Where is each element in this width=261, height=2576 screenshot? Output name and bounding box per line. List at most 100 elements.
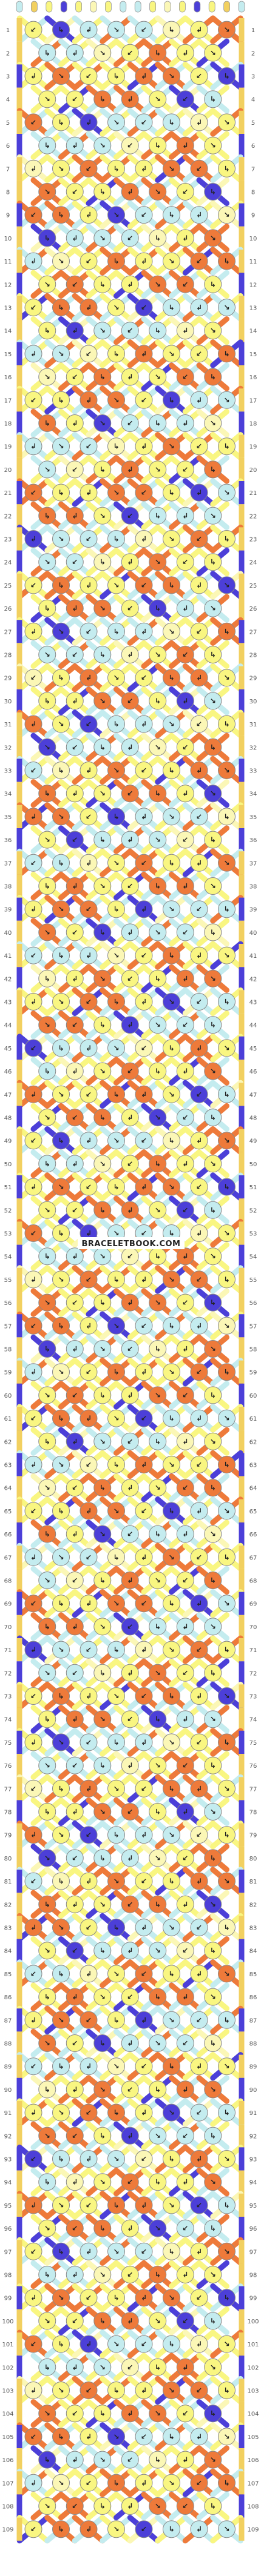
arrow-down-right-icon: ↳: [168, 118, 174, 127]
knot-circle: [204, 1803, 222, 1821]
knot: ↘: [218, 1965, 236, 1983]
knot: ↲: [121, 646, 139, 663]
arrow-down-right-icon: ↘: [113, 858, 119, 867]
knot: ↲: [66, 2080, 84, 2099]
arrow-down-right-icon: ↘: [155, 188, 161, 196]
row-number: 59: [249, 1370, 257, 1376]
knot-circle: [204, 923, 222, 941]
row-number: 79: [249, 1833, 257, 1839]
knot: ↘: [52, 530, 70, 548]
string-head: [31, 1, 38, 13]
knot: ↳: [38, 1340, 56, 1358]
arrow-down-right-icon: ↲: [72, 1252, 78, 1261]
knot: ↘: [52, 437, 70, 456]
knot-circle: [190, 762, 208, 779]
knot: ↲: [121, 2126, 139, 2145]
knot: ↳: [218, 437, 236, 456]
knot-circle: [24, 252, 42, 270]
knot: ↳: [149, 1895, 167, 1913]
knot-circle: [38, 1201, 56, 1219]
arrow-down-right-icon: ↘: [168, 2201, 174, 2209]
arrow-down-right-icon: ↲: [141, 257, 147, 265]
arrow-down-right-icon: ↘: [113, 25, 119, 34]
knot-circle: [66, 275, 84, 293]
knot: ↲: [66, 599, 84, 617]
knot: ↲: [121, 1293, 139, 1312]
knot-circle: [52, 715, 70, 733]
knot: ↘: [204, 506, 222, 525]
knot: ↘: [93, 229, 112, 247]
knot-circle: [149, 1988, 167, 2006]
knot: ↘: [38, 1201, 56, 1219]
arrow-down-right-icon: ↲: [141, 998, 147, 1006]
knot-circle: [163, 854, 180, 872]
arrow-down-right-icon: ↲: [72, 1067, 78, 1075]
knot: ↙: [176, 2312, 194, 2330]
knot-circle: [66, 1109, 84, 1126]
row-number: 33: [249, 768, 257, 775]
arrow-down-right-icon: ↘: [44, 1576, 50, 1585]
arrow-down-right-icon: ↙: [127, 2363, 133, 2371]
knot: ↙: [135, 1409, 153, 1427]
arrow-down-right-icon: ↘: [58, 2201, 64, 2209]
arrow-down-right-icon: ↙: [72, 2317, 78, 2325]
knot: ↙: [176, 2126, 194, 2145]
knot-circle: [135, 1039, 153, 1057]
knot: ↲: [121, 1572, 139, 1589]
arrow-down-right-icon: ↙: [30, 2340, 36, 2348]
knot: ↲: [80, 1039, 98, 1057]
knot-circle: [218, 530, 236, 548]
row-number: 88: [249, 2041, 257, 2048]
arrow-down-right-icon: ↘: [168, 72, 174, 81]
row-number: 14: [249, 328, 257, 335]
row-number: 92: [4, 2133, 12, 2140]
knot-circle: [66, 785, 84, 803]
knot-circle: [218, 1363, 236, 1381]
knot: ↙: [176, 1109, 194, 1126]
knot: ↳: [163, 21, 180, 39]
knot: ↙: [24, 206, 42, 224]
knot: ↲: [66, 136, 84, 154]
arrow-down-right-icon: ↙: [141, 118, 147, 127]
arrow-down-right-icon: ↙: [182, 1854, 188, 1862]
arrow-down-right-icon: ↙: [196, 2016, 202, 2024]
knot-circle: [66, 368, 84, 386]
knot-circle: [24, 1085, 42, 1103]
knot: ↙: [190, 2382, 208, 2399]
knot: ↳: [107, 1548, 125, 1566]
row-number: 105: [2, 2434, 13, 2441]
knot-circle: [80, 530, 98, 548]
knot: ↲: [190, 576, 208, 594]
knot-circle: [121, 2034, 139, 2052]
knot-circle: [190, 808, 208, 826]
knot: ↲: [176, 1432, 194, 1450]
knot: ↘: [149, 1756, 167, 1774]
knot: ↘: [107, 576, 125, 594]
knot-circle: [176, 1293, 194, 1312]
arrow-down-right-icon: ↘: [210, 2085, 216, 2094]
arrow-down-right-icon: ↳: [168, 2247, 174, 2256]
row-number: 18: [249, 421, 257, 428]
knot-circle: [190, 1733, 208, 1751]
string-head: [104, 1, 112, 13]
knot-circle: [38, 1479, 56, 1497]
knot: ↙: [135, 113, 153, 131]
arrow-down-right-icon: ↘: [155, 2039, 161, 2048]
arrow-down-right-icon: ↙: [86, 2294, 92, 2302]
knot: ↳: [38, 599, 56, 617]
knot: ↘: [107, 1687, 125, 1705]
arrow-down-right-icon: ↘: [210, 1252, 216, 1261]
knot-circle: [121, 1618, 139, 1636]
row-number: 90: [249, 2087, 257, 2094]
knot: ↙: [176, 1386, 194, 1404]
knot: ↲: [176, 2451, 194, 2469]
knot-circle: [80, 1641, 98, 1659]
knot-circle: [190, 2289, 208, 2307]
knot-circle: [218, 2057, 236, 2076]
knot: ↳: [38, 229, 56, 247]
knot-circle: [218, 345, 236, 363]
knot-circle: [204, 1340, 222, 1358]
row-number: 28: [4, 652, 12, 659]
knot-circle: [38, 785, 56, 803]
knot-circle: [52, 2382, 70, 2399]
